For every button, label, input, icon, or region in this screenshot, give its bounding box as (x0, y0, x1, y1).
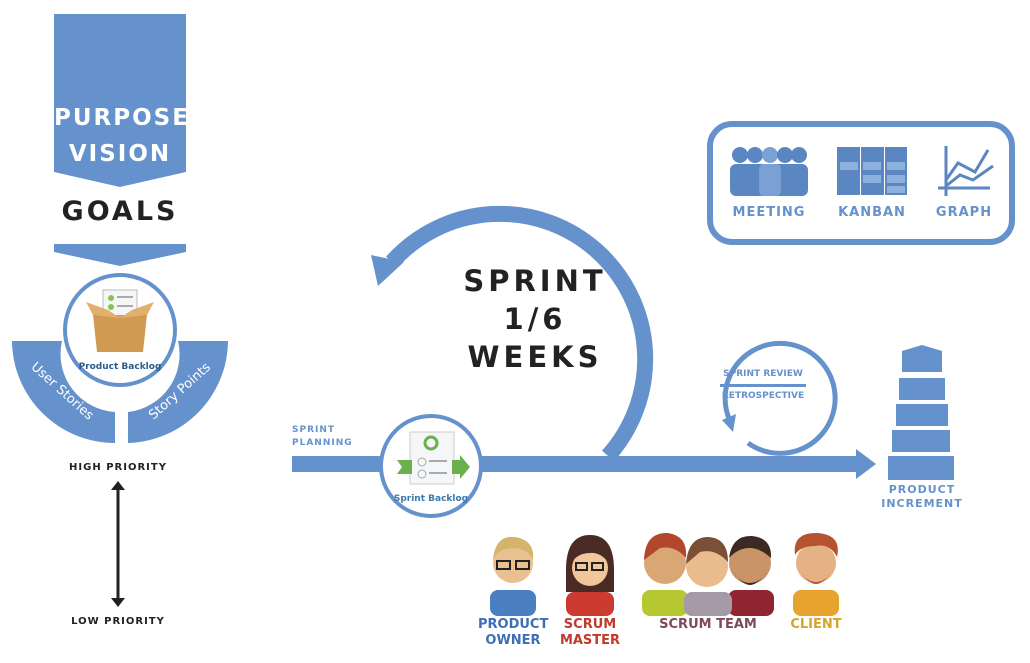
sprint-duration-value: 1/6 (503, 302, 567, 336)
product-backlog-label: Product Backlog (78, 362, 162, 372)
purpose-label: PURPOSE (54, 105, 190, 131)
sprint-label: SPRINT (463, 264, 607, 298)
user-stories-arc (12, 341, 115, 443)
review-loop (722, 340, 838, 456)
review-loop-arrowhead (722, 414, 736, 432)
sprint-review-label: SPRINT REVIEW (723, 369, 803, 379)
sprint-planning-line2: PLANNING (292, 438, 353, 448)
product-increment-stack (888, 345, 954, 480)
graph-icon (938, 146, 994, 196)
sprint-planning-label: SPRINT PLANNING (292, 424, 353, 450)
sprint-backlog-label: Sprint Backlog (393, 494, 469, 504)
timeline-bar (292, 456, 858, 472)
scrum-team-avatar (642, 532, 774, 616)
product-owner-label: PRODUCT OWNER (478, 617, 548, 649)
story-points-arc (128, 341, 228, 443)
goals-label: GOALS (61, 196, 179, 227)
priority-arrow-down (111, 598, 125, 607)
scrum-team-label: SCRUM TEAM (659, 617, 757, 632)
retrospective-label: RETROSPECTIVE (721, 391, 805, 401)
product-increment-line1: PRODUCT (888, 483, 956, 496)
sprint-backlog-icon (397, 431, 470, 485)
review-divider (720, 384, 806, 387)
product-increment-label: PRODUCT INCREMENT (876, 483, 968, 511)
scrum-master-line2: MASTER (559, 633, 621, 648)
vision-label: VISION (68, 141, 172, 167)
priority-arrow-up (111, 481, 125, 490)
purpose-text: PURPOSE VISION (54, 100, 190, 172)
client-avatar (793, 532, 839, 616)
sprint-planning-line1: SPRINT (292, 425, 336, 435)
product-owner-line2: OWNER (485, 633, 541, 648)
client-label: CLIENT (790, 617, 842, 632)
meeting-icon (730, 147, 808, 196)
weeks-label: WEEKS (467, 340, 603, 374)
product-owner-avatar (490, 536, 536, 616)
tool-graph-label: GRAPH (935, 205, 993, 220)
box-icon (86, 289, 154, 352)
sprint-loop (386, 205, 654, 462)
purpose-banner (54, 14, 186, 187)
timeline-arrowhead (856, 449, 876, 479)
low-priority-label: LOW PRIORITY (71, 616, 165, 627)
high-priority-label: HIGH PRIORITY (69, 462, 167, 473)
product-increment-line2: INCREMENT (881, 497, 963, 510)
tool-kanban-label: KANBAN (838, 205, 906, 220)
sprint-duration: SPRINT 1/6 WEEKS (455, 262, 615, 376)
kanban-icon (837, 147, 907, 195)
scrum-master-avatar (566, 535, 614, 616)
scrum-master-label: SCRUM MASTER (556, 617, 624, 649)
product-owner-line1: PRODUCT (478, 617, 549, 632)
tool-meeting-label: MEETING (732, 205, 806, 220)
scrum-master-line1: SCRUM (563, 617, 617, 632)
sprint-loop-arrowhead (371, 255, 404, 286)
goals-arrow (54, 244, 186, 266)
